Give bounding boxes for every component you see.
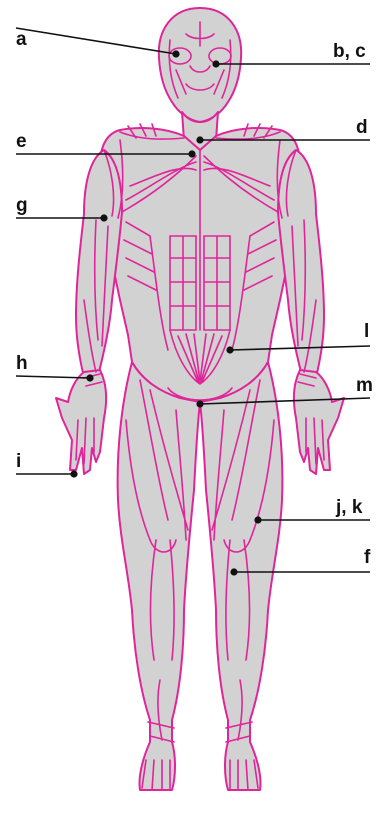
label-f: f xyxy=(364,548,370,567)
right-hand xyxy=(294,370,344,474)
label-a: a xyxy=(16,30,27,49)
leader-dot-i xyxy=(70,470,77,477)
leader-dot-m xyxy=(196,400,203,407)
leader-dot-jk xyxy=(254,516,261,523)
leader-dot-a xyxy=(172,50,179,57)
left-hand xyxy=(56,370,106,474)
label-m: m xyxy=(356,376,373,395)
label-d: d xyxy=(356,118,368,137)
label-g: g xyxy=(16,196,28,215)
leader-dot-e xyxy=(188,150,195,157)
finger-lines xyxy=(76,418,324,464)
right-arm xyxy=(278,150,324,378)
label-b-c: b, c xyxy=(333,42,366,61)
label-j-k: j, k xyxy=(336,498,362,517)
label-e: e xyxy=(16,132,27,151)
leader-dot-l xyxy=(226,346,233,353)
leader-dot-g xyxy=(100,214,107,221)
leader-dot-f xyxy=(230,568,237,575)
leader-dot-bc xyxy=(212,60,219,67)
leader-dot-h xyxy=(86,374,93,381)
leader-line-a xyxy=(16,28,176,54)
label-l: l xyxy=(364,322,369,341)
leader-dot-d xyxy=(196,136,203,143)
label-h: h xyxy=(16,354,28,373)
body-outline xyxy=(56,8,344,790)
left-arm xyxy=(76,150,122,378)
label-i: i xyxy=(16,452,21,471)
